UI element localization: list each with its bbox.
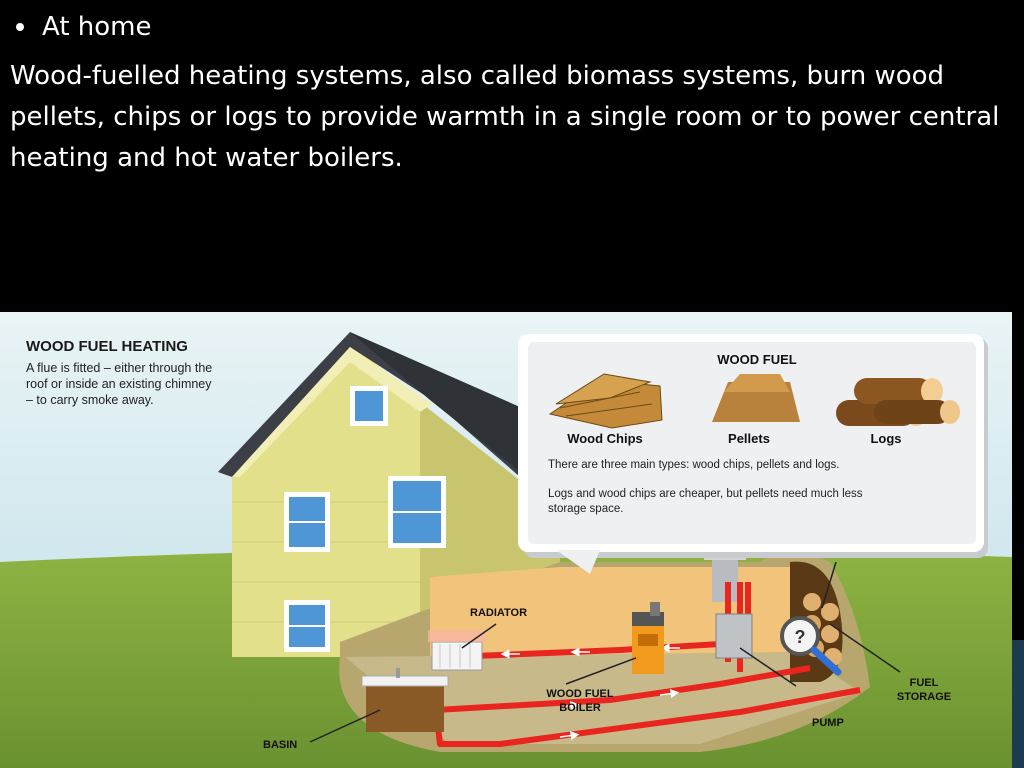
leader-lines <box>309 561 901 743</box>
diagram-title: WOOD FUEL HEATING <box>26 338 188 355</box>
body-paragraph: Wood-fuelled heating systems, also calle… <box>10 61 1000 173</box>
fuel-type-wood-chips: Wood Chips <box>567 431 643 446</box>
pellets-icon <box>712 374 800 422</box>
wood-fuel-heating-diagram: ? RADIATOR WOOD FUEL BOILER BASIN PUMP F… <box>0 312 1012 768</box>
panel-text-types: There are three main types: wood chips, … <box>548 459 840 471</box>
basin <box>361 668 449 732</box>
wood-chips-icon <box>548 373 663 429</box>
flue-note-line3: – to carry smoke away. <box>26 393 154 407</box>
radiator-label: RADIATOR <box>470 607 527 619</box>
flue-note-line1: A flue is fitted – either through the <box>26 361 212 375</box>
magnifier-question: ? <box>795 627 806 647</box>
cutaway-back-wall <box>430 567 800 657</box>
fuel-type-pellets: Pellets <box>728 431 770 446</box>
basin-label: BASIN <box>263 739 297 751</box>
house-windows <box>284 386 446 652</box>
panel-title: WOOD FUEL <box>717 352 796 367</box>
wood-fuel-panel: WOOD FUEL Wood Chips Pellets Logs There … <box>518 334 988 574</box>
roof-slope <box>350 332 545 492</box>
roof-fascia <box>232 347 432 477</box>
bullet-item: At home <box>10 8 1010 46</box>
slide-text: At home Wood-fuelled heating systems, al… <box>10 8 1010 179</box>
flow-arrows <box>500 643 680 741</box>
slide-edge-strip <box>1012 640 1024 768</box>
panel-text-cost-line2: storage space. <box>548 503 623 515</box>
boiler-label-line2: BOILER <box>559 702 601 714</box>
bullet-icon <box>16 23 24 31</box>
fuel-type-logs: Logs <box>870 431 901 446</box>
radiator <box>428 630 486 671</box>
panel-text-cost-line1: Logs and wood chips are cheaper, but pel… <box>548 488 863 500</box>
magnifier-icon: ? <box>780 616 842 676</box>
bullet-text: At home <box>42 12 152 42</box>
flue-note-line2: roof or inside an existing chimney <box>26 377 212 391</box>
logs-icon <box>836 378 960 426</box>
boiler-label-line1: WOOD FUEL <box>546 688 613 700</box>
pump-unit <box>715 613 753 659</box>
wood-fuel-boiler <box>632 602 664 674</box>
pump-label: PUMP <box>812 717 844 729</box>
fuel-storage-label-line1: FUEL <box>910 677 939 689</box>
fuel-storage-label-line2: STORAGE <box>897 691 951 703</box>
